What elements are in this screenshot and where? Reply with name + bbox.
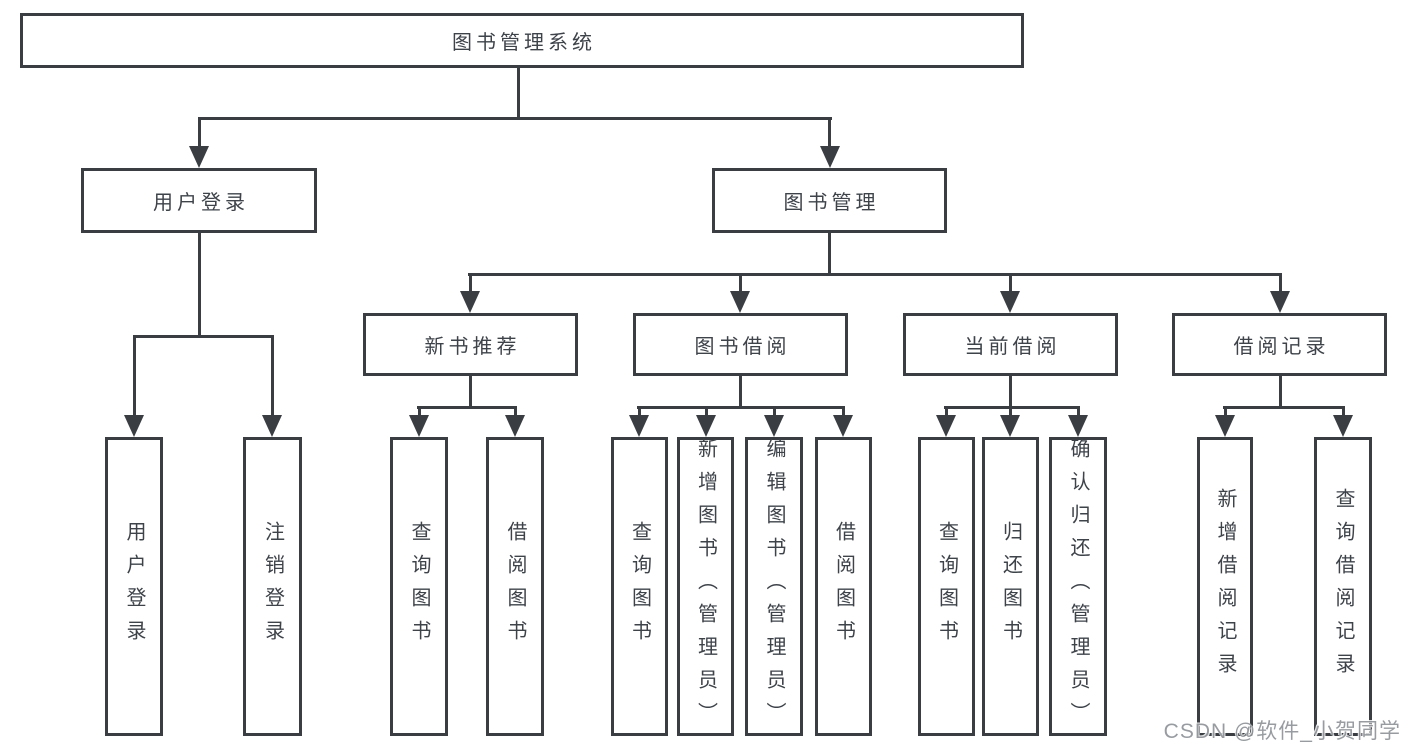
leaf-label: 确认归还（管理员） — [1067, 438, 1089, 735]
leaf-label: 查询图书 — [935, 520, 958, 653]
connector-stem-book-mgmt — [828, 117, 831, 147]
leaf-query-book-borrow: 查询图书 — [611, 437, 668, 736]
leaf-query-book-recommend: 查询图书 — [390, 437, 448, 736]
connector-stem-user-login — [198, 117, 201, 147]
connector-stem-new-book — [469, 273, 472, 292]
leaf-label: 新增图书（管理员） — [694, 438, 717, 735]
arrow-to-leaf-user-login — [124, 415, 144, 437]
leaf-label: 归还图书 — [999, 520, 1022, 653]
leaf-user-login: 用户登录 — [105, 437, 163, 736]
node-current-borrow: 当前借阅 — [903, 313, 1118, 376]
node-book-management: 图书管理 — [712, 168, 947, 233]
connector-stem-leaf — [773, 406, 776, 416]
connector-book-borrow-stub — [739, 376, 742, 407]
node-new-book-recommend: 新书推荐 — [363, 313, 578, 376]
node-user-login: 用户登录 — [81, 168, 317, 233]
connector-book-borrow-hline — [637, 406, 845, 409]
leaf-return-book: 归还图书 — [982, 437, 1039, 736]
leaf-query-borrow-record: 查询借阅记录 — [1314, 437, 1372, 736]
connector-level1-hline — [198, 117, 832, 120]
connector-user-login-hline — [133, 335, 274, 338]
leaf-edit-book-admin: 编辑图书（管理员） — [745, 437, 803, 736]
leaf-label: 编辑图书（管理员） — [763, 438, 785, 735]
connector-stem-borrow-records — [1279, 273, 1282, 292]
node-label: 当前借阅 — [964, 336, 1061, 358]
connector-stem-leaf — [1224, 406, 1227, 416]
leaf-label: 借阅图书 — [832, 520, 855, 653]
arrow-to-current-borrow — [1000, 291, 1020, 313]
arrow-to-leaf-borrow-book-1 — [505, 415, 525, 437]
node-label: 图书借阅 — [694, 336, 791, 358]
leaf-borrow-book: 借阅图书 — [815, 437, 872, 736]
connector-stem-current-borrow — [1009, 273, 1012, 292]
leaf-label: 查询图书 — [408, 520, 430, 653]
arrow-to-leaf-add-book — [696, 415, 716, 437]
arrow-to-leaf-query-book-2 — [629, 415, 649, 437]
connector-level2-hline — [468, 273, 1282, 276]
connector-current-borrow-stub — [1009, 376, 1012, 407]
leaf-label: 查询图书 — [628, 520, 651, 653]
leaf-query-book-current: 查询图书 — [918, 437, 975, 736]
arrow-to-leaf-logout — [262, 415, 282, 437]
arrow-to-leaf-borrow-book-2 — [833, 415, 853, 437]
leaf-label: 新增借阅记录 — [1214, 487, 1236, 686]
connector-stem-leaf-logout — [271, 335, 274, 416]
node-label: 图书管理 — [783, 192, 880, 214]
connector-stem-leaf — [514, 406, 517, 416]
connector-stem-leaf-user-login — [133, 335, 136, 416]
node-label: 用户登录 — [153, 192, 249, 214]
arrow-to-leaf-edit-book — [764, 415, 784, 437]
arrow-to-book-borrow — [730, 291, 750, 313]
arrow-to-borrow-records — [1270, 291, 1290, 313]
connector-stem-leaf — [705, 406, 708, 416]
node-library-management-system: 图书管理系统 — [20, 13, 1024, 68]
arrow-to-new-book — [460, 291, 480, 313]
connector-new-book-hline — [417, 406, 517, 409]
leaf-label: 查询借阅记录 — [1332, 487, 1354, 686]
leaf-borrow-book-recommend: 借阅图书 — [486, 437, 544, 736]
node-label: 图书管理系统 — [452, 32, 596, 54]
connector-stem-leaf — [1009, 406, 1012, 416]
arrow-to-leaf-query-record — [1333, 415, 1353, 437]
arrow-to-leaf-return-book — [1000, 415, 1020, 437]
arrow-to-leaf-query-book-1 — [409, 415, 429, 437]
leaf-label: 用户登录 — [123, 520, 145, 653]
connector-root-stem — [517, 68, 520, 118]
arrow-to-user-login — [189, 146, 209, 168]
csdn-watermark: CSDN @软件_小贺同学 — [1163, 720, 1401, 743]
connector-stem-leaf — [842, 406, 845, 416]
leaf-logout: 注销登录 — [243, 437, 302, 736]
node-borrow-records: 借阅记录 — [1172, 313, 1387, 376]
leaf-add-borrow-record: 新增借阅记录 — [1197, 437, 1253, 736]
connector-book-mgmt-stem — [828, 233, 831, 274]
connector-stem-leaf — [638, 406, 641, 416]
connector-user-login-stem — [198, 233, 201, 336]
connector-stem-leaf — [945, 406, 948, 416]
connector-stem-leaf — [418, 406, 421, 416]
connector-borrow-records-stub — [1279, 376, 1282, 407]
connector-borrow-records-hline — [1223, 406, 1344, 409]
arrow-to-leaf-query-book-3 — [936, 415, 956, 437]
connector-current-borrow-hline — [944, 406, 1080, 409]
leaf-add-book-admin: 新增图书（管理员） — [677, 437, 734, 736]
arrow-to-leaf-confirm-return — [1068, 415, 1088, 437]
leaf-confirm-return-admin: 确认归还（管理员） — [1049, 437, 1107, 736]
arrow-to-leaf-add-record — [1215, 415, 1235, 437]
connector-stem-leaf — [1077, 406, 1080, 416]
leaf-label: 借阅图书 — [504, 520, 526, 653]
leaf-label: 注销登录 — [261, 520, 284, 653]
arrow-to-book-mgmt — [820, 146, 840, 168]
connector-stem-leaf — [1342, 406, 1345, 416]
node-label: 新书推荐 — [424, 336, 521, 358]
connector-new-book-stub — [469, 376, 472, 407]
node-label: 借阅记录 — [1233, 336, 1330, 358]
node-book-borrow: 图书借阅 — [633, 313, 848, 376]
connector-stem-book-borrow — [739, 273, 742, 292]
